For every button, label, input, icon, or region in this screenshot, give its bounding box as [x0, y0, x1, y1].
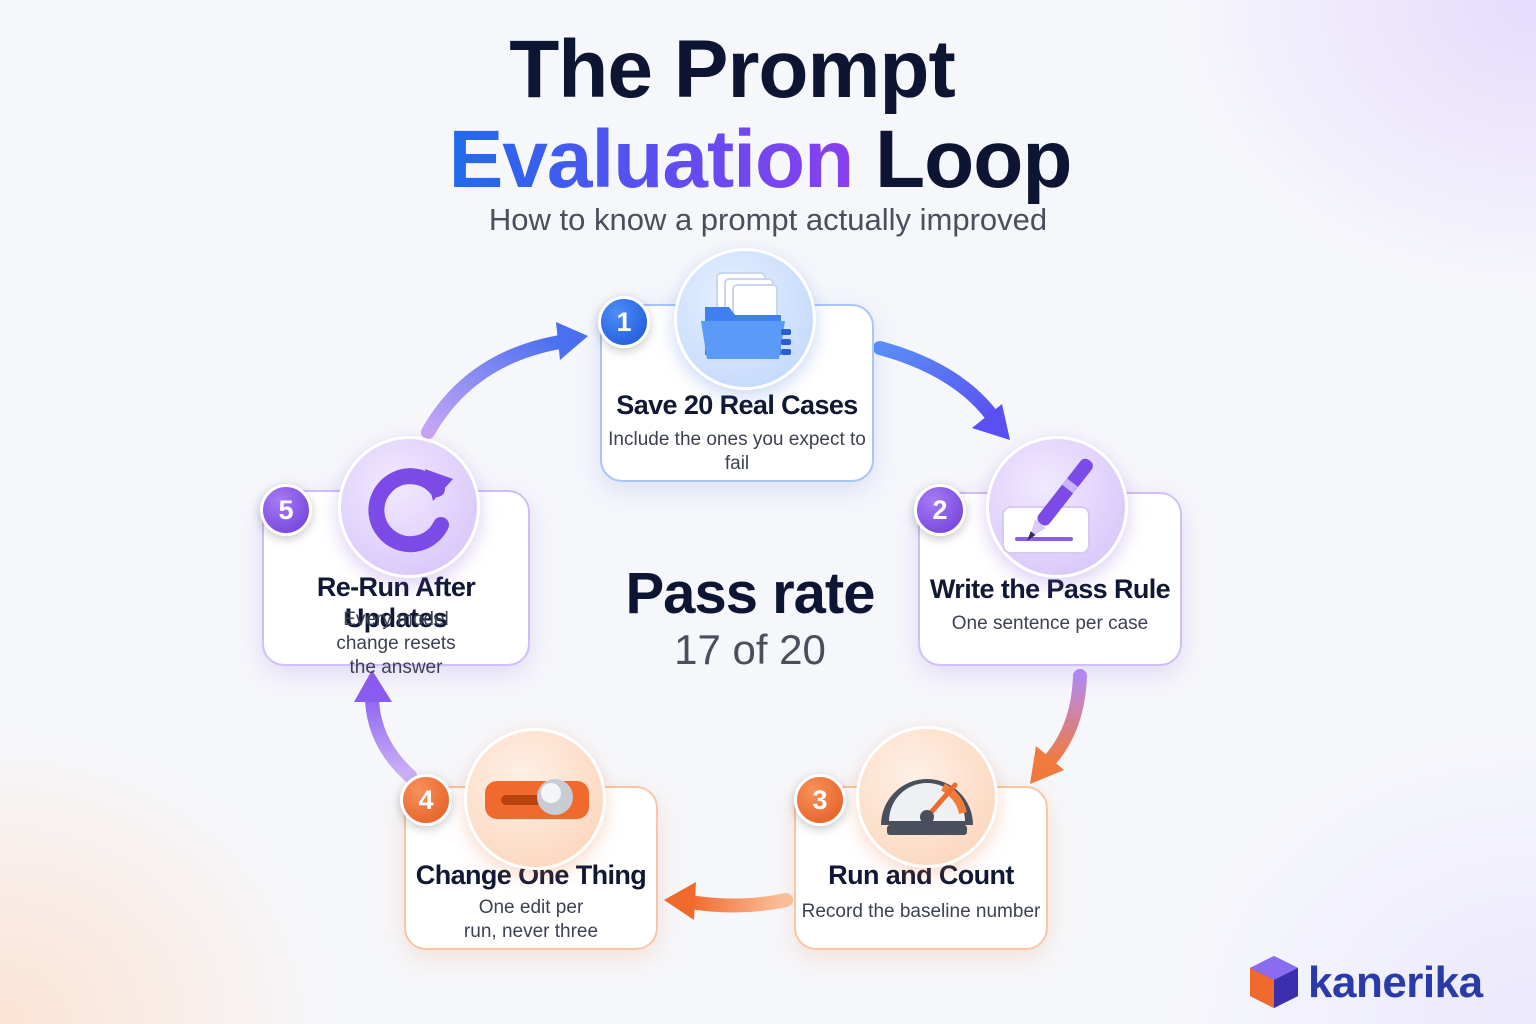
- step-number-badge-3: 3: [794, 774, 846, 826]
- step-icon-disc-5: [338, 436, 480, 578]
- step-number-badge-5: 5: [260, 484, 312, 536]
- subtitle: How to know a prompt actually improved: [488, 202, 1048, 237]
- cube-logo-icon: [1250, 956, 1298, 1008]
- step-icon-disc-3: [856, 726, 998, 868]
- step-card-5[interactable]: Re-Run After Updates Every model change …: [262, 490, 530, 678]
- arrow-4-to-5: [364, 683, 417, 783]
- step-icon-disc-1: [674, 248, 816, 390]
- arrow-2-to-3: [1041, 669, 1087, 769]
- page-title-line2: Evaluation Loop: [0, 112, 1528, 208]
- step-icon-disc-2: [986, 436, 1128, 578]
- arrow-5-to-1-head: [556, 322, 588, 360]
- step-desc-1: Include the ones you expect to fail: [608, 429, 866, 474]
- arrow-3-to-4: [683, 893, 793, 913]
- step-desc-2: One sentence per case: [951, 613, 1149, 634]
- brand-logo: kanerika: [1246, 952, 1506, 1012]
- step-desc-3: Record the baseline number: [801, 901, 1041, 922]
- pass-rate-label: Pass rate: [625, 561, 876, 626]
- gauge-icon: [881, 779, 973, 835]
- toggle-switch-icon: [485, 779, 589, 819]
- step-number-badge-2: 2: [914, 484, 966, 536]
- step-number-badge-4: 4: [400, 774, 452, 826]
- title-rest: Loop: [875, 114, 1072, 205]
- arrow-1-to-2-head: [972, 404, 1010, 440]
- pen-icon: [1002, 458, 1093, 554]
- step-card-2[interactable]: Write the Pass Rule One sentence per cas…: [918, 492, 1182, 666]
- step-icon-disc-4: [464, 728, 606, 870]
- title-highlight: Evaluation: [448, 114, 855, 205]
- step-desc-5: Every model change resets the answer: [336, 609, 456, 678]
- step-desc-4: One edit per run, never three: [463, 897, 599, 942]
- arrow-4-to-5-head: [354, 670, 392, 702]
- arrow-1-to-2: [873, 341, 1002, 427]
- arrow-3-to-4-head: [664, 882, 696, 920]
- refresh-icon: [368, 468, 453, 553]
- step-number-badge-1: 1: [598, 296, 650, 348]
- arrow-5-to-1: [421, 335, 567, 439]
- step-title-1: Save 20 Real Cases: [616, 390, 858, 420]
- page-title-line1: The Prompt: [509, 24, 956, 115]
- pass-rate-value: 17 of 20: [674, 626, 826, 673]
- brand-name: kanerika: [1308, 958, 1483, 1007]
- step-title-2: Write the Pass Rule: [929, 574, 1171, 604]
- arrow-2-to-3-head: [1030, 746, 1064, 784]
- folder-icon: [701, 272, 791, 359]
